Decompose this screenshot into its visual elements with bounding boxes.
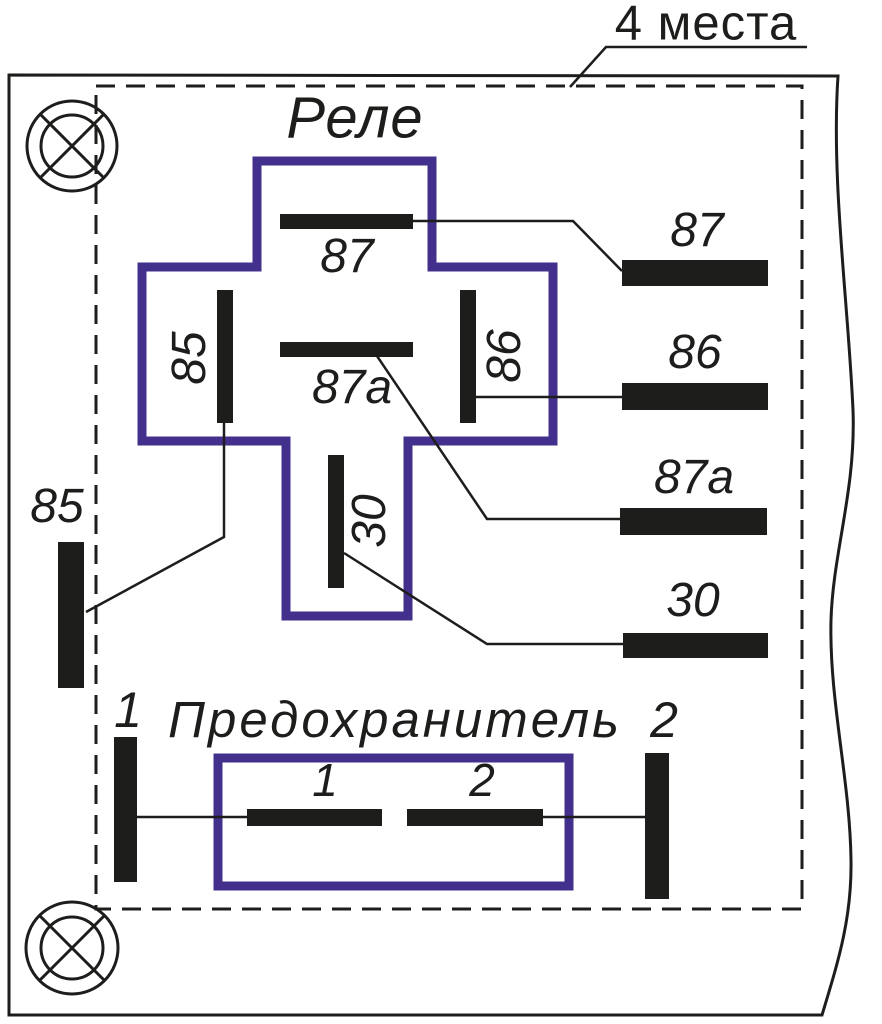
relay-pin-87a-label: 87a xyxy=(311,360,393,414)
hole-inner-circle xyxy=(39,113,105,179)
wire-87 xyxy=(413,219,623,272)
terminal-85-label: 85 xyxy=(30,479,84,533)
fuse-slot-1-label: 1 xyxy=(312,753,338,806)
relay-contact-30 xyxy=(328,455,344,588)
hole-cross-line xyxy=(38,112,106,180)
relay-contact-85 xyxy=(217,290,233,423)
terminal-30-bar xyxy=(623,633,768,658)
fuse-slot-2-label: 2 xyxy=(469,753,495,806)
mounting-hole-bottom-icon xyxy=(24,900,120,996)
terminal-87-label: 87 xyxy=(670,203,724,257)
places-note-label: 4 места xyxy=(614,0,798,51)
fuse-title: Предохранитель xyxy=(168,691,622,749)
terminal-87a-bar xyxy=(620,508,767,535)
fuse-slot-1-bar xyxy=(247,809,382,826)
terminal-86-label: 86 xyxy=(668,325,722,379)
hole-cross-line xyxy=(37,913,107,983)
fuse-terminal-1-label: 1 xyxy=(114,681,142,738)
terminal-85-bar xyxy=(58,542,84,688)
mounting-hole-top-icon xyxy=(25,99,119,193)
connection-wires xyxy=(85,219,645,819)
boundary-dashed-rect xyxy=(94,84,804,911)
relay-contact-87 xyxy=(280,214,413,229)
relay-socket-outline xyxy=(137,156,558,621)
relay-contact-87a xyxy=(280,342,413,357)
terminal-87a-label: 87a xyxy=(653,450,735,504)
wire-87a xyxy=(375,355,620,521)
hole-outer-circle xyxy=(25,99,119,193)
relay-title: Реле xyxy=(286,85,424,151)
fuse-terminal-1-bar xyxy=(114,737,137,882)
terminal-30-label: 30 xyxy=(666,573,720,627)
terminal-87-bar xyxy=(622,260,768,286)
fuse-socket-outline xyxy=(213,753,574,891)
fuse-terminal-2-label: 2 xyxy=(650,691,678,748)
wire-30 xyxy=(343,551,623,646)
relay-pin-87-label: 87 xyxy=(320,229,374,283)
fuse-terminal-2-bar xyxy=(645,753,669,899)
relay-pin-85-label: 85 xyxy=(162,331,216,385)
hole-outer-circle xyxy=(24,900,120,996)
relay-pin-30-label: 30 xyxy=(342,494,396,548)
terminal-86-bar xyxy=(622,383,768,410)
wire-85 xyxy=(85,423,226,614)
relay-contact-86 xyxy=(460,290,476,423)
note-leader-line xyxy=(569,45,807,88)
relay-pin-86-label: 86 xyxy=(477,329,531,383)
fuse-slot-2-bar xyxy=(407,809,543,826)
hole-inner-circle xyxy=(39,915,105,981)
